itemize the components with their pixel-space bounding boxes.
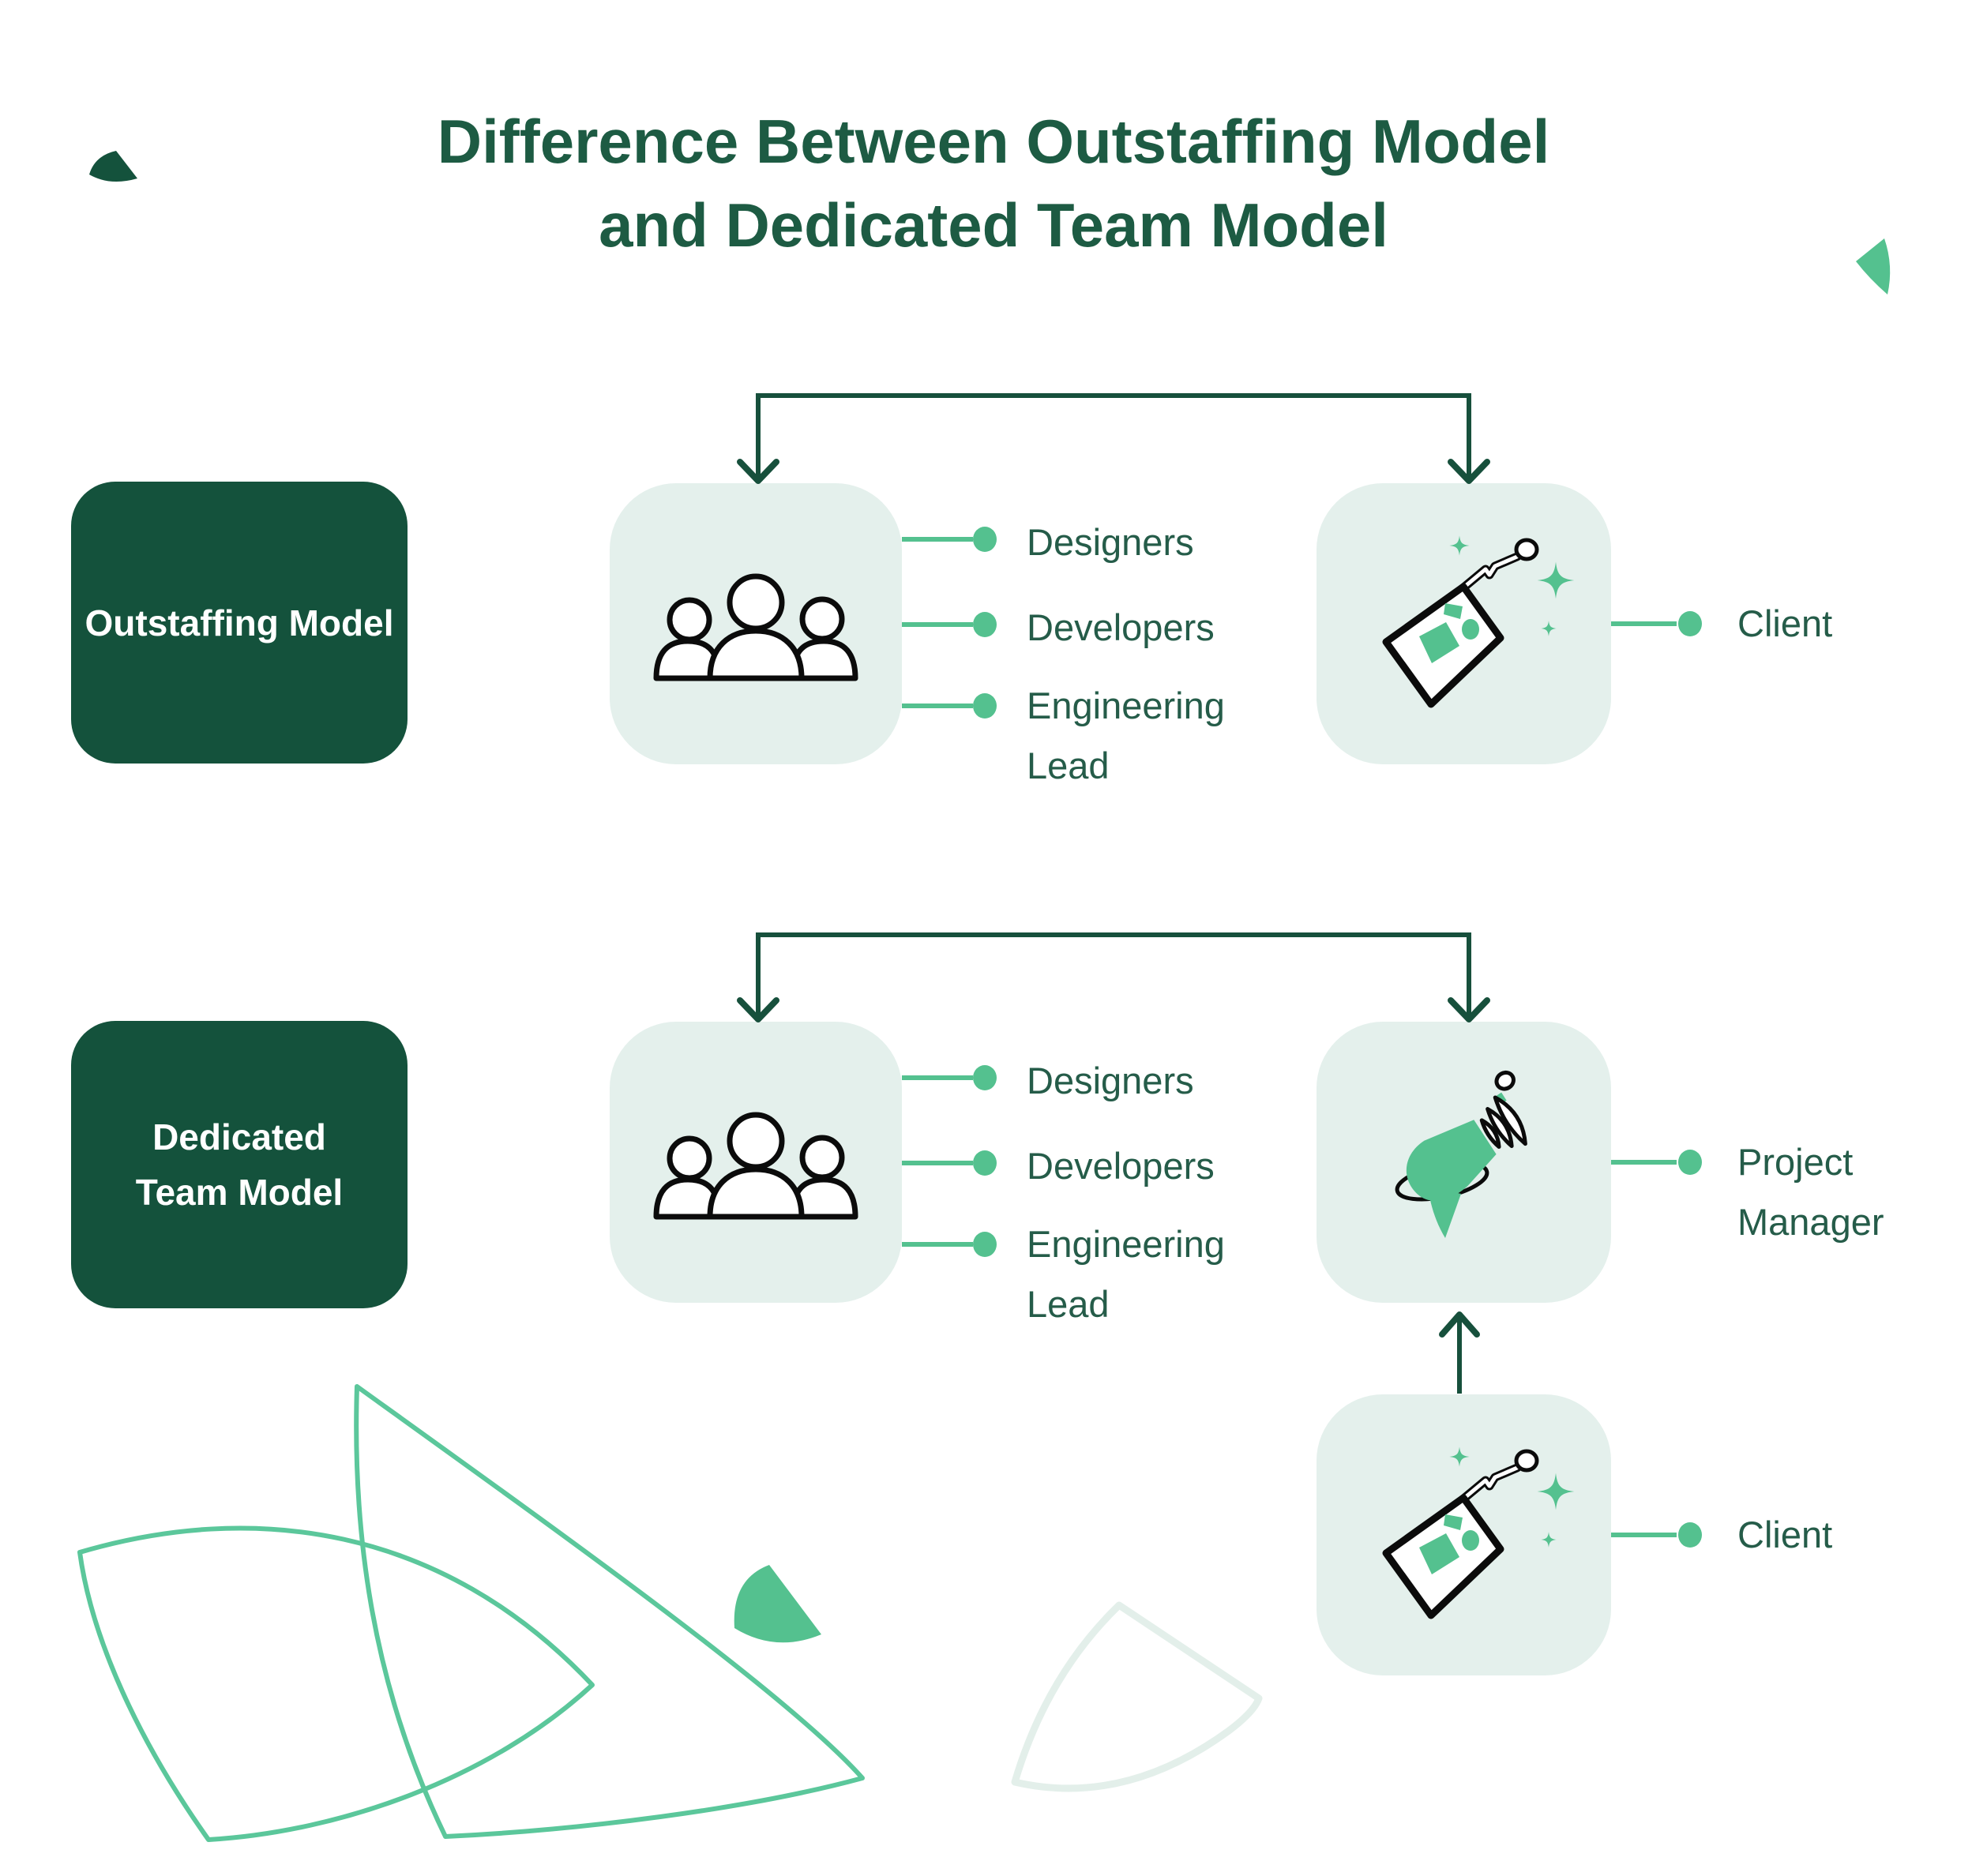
- role-label-client: Client: [1737, 602, 1833, 644]
- dedicated-team-panel: [610, 1022, 902, 1303]
- dedicated-pm-connector: [1611, 1150, 1702, 1175]
- role-label-designers: Designers: [1027, 521, 1194, 563]
- outstaffing-client-panel: [1317, 483, 1611, 764]
- outstaffing-team-panel: [610, 483, 902, 764]
- outline-triangle-small: [77, 1525, 595, 1842]
- outstaffing-client-connector: [1611, 611, 1702, 636]
- role-label-engineering-lead: Engineering Lead: [1027, 1223, 1225, 1325]
- arrowhead-up-icon: [1439, 1311, 1480, 1338]
- client-to-pm-arrow: [1439, 1311, 1480, 1394]
- role-label-designers: Designers: [1027, 1060, 1194, 1101]
- outstaffing-branch-arrows: [737, 393, 1490, 484]
- dedicated-branch-arrows: [737, 932, 1490, 1022]
- arrowhead-down-icon: [1448, 997, 1490, 1022]
- faint-outline-wedge: [1011, 1601, 1263, 1792]
- outstaffing-role-connectors: [902, 527, 997, 719]
- arrowhead-down-icon: [737, 997, 779, 1022]
- dedicated-client-panel: [1317, 1394, 1611, 1675]
- filled-wedge-shape: [734, 1565, 821, 1643]
- role-label-developers: Developers: [1027, 1145, 1215, 1187]
- title-line-1: Difference Between Outstaffing Model: [437, 107, 1550, 176]
- role-label-engineering-lead: Engineering Lead: [1027, 685, 1225, 786]
- page-title: Difference Between Outstaffing Model and…: [0, 99, 1987, 267]
- title-line-2: and Dedicated Team Model: [599, 190, 1388, 260]
- arrowhead-down-icon: [1448, 459, 1490, 484]
- role-label-developers: Developers: [1027, 606, 1215, 648]
- dedicated-team-model-box: Dedicated Team Model: [71, 1021, 408, 1308]
- role-label-client: Client: [1737, 1514, 1833, 1555]
- arrowhead-down-icon: [737, 459, 779, 484]
- dedicated-client-connector: [1611, 1522, 1702, 1548]
- dedicated-team-model-label: Dedicated Team Model: [135, 1116, 344, 1213]
- outstaffing-model-box: Outstaffing Model: [71, 482, 408, 764]
- decorative-shapes: [77, 151, 1891, 1842]
- dedicated-role-connectors: [902, 1065, 997, 1257]
- role-label-project-manager: Project Manager: [1737, 1141, 1884, 1243]
- outline-triangle-large: [354, 1384, 865, 1839]
- outstaffing-model-label: Outstaffing Model: [85, 602, 394, 643]
- dedicated-pm-panel: [1317, 1022, 1611, 1303]
